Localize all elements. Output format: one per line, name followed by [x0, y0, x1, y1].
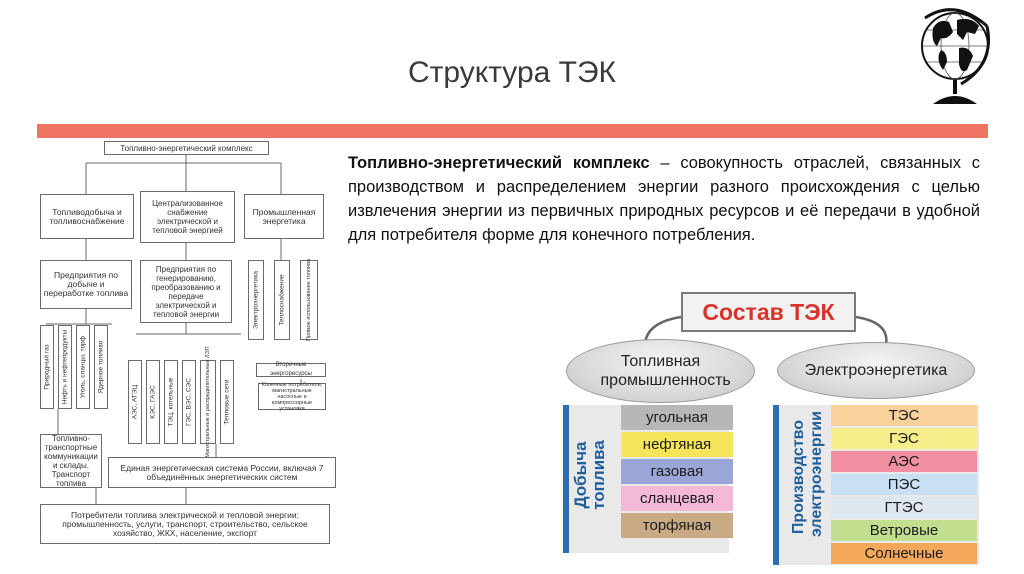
definition-text: совокупность отраслей, связанных с произ… — [348, 154, 980, 244]
fuel-item: торфяная — [621, 513, 733, 538]
fuel-industry-label: Топливная промышленность — [600, 353, 731, 389]
scheme-transport-box: Топливно-транспортные коммуникации и скл… — [40, 434, 102, 488]
slide-title: Структура ТЭК — [407, 56, 617, 89]
scheme-energy-enterprises-box: Предприятия по генерированию, преобразов… — [140, 260, 232, 323]
power-item: ПЭС — [831, 474, 977, 495]
accent-bar — [37, 124, 988, 138]
power-item: АЭС — [831, 451, 977, 472]
scheme-energy-item: Магистральные и распределительные ЛЭП — [200, 346, 216, 458]
power-item: ГТЭС — [831, 497, 977, 518]
definition-paragraph: Топливно-энергетический комплекс – совок… — [348, 151, 980, 247]
fuel-extraction-label: Добыча топлива — [571, 440, 608, 510]
power-item: ГЭС — [831, 428, 977, 449]
tek-structure-scheme: Топливно-энергетический комплекс Топливо… — [36, 139, 336, 549]
scheme-central-supply-box: Централизованное снабжение электрической… — [140, 191, 235, 243]
scheme-fuel-supply-box: Топливодобыча и топливоснабжение — [40, 194, 134, 239]
scheme-industry-item: Электроэнергетика — [248, 260, 264, 340]
scheme-industry-item: Теплоснабжение — [274, 260, 290, 340]
scheme-ees-box: Единая энергетическая система России, вк… — [108, 457, 336, 488]
scheme-energy-item: ГЭС, ВЭС, СЭС — [182, 360, 196, 444]
scheme-fuel-item: Уголь, сланцы, торф — [76, 325, 90, 409]
power-item: Солнечные — [831, 543, 977, 564]
power-industry-label: Электроэнергетика — [804, 361, 948, 379]
scheme-energy-item: КЭС, ГАЭС — [146, 360, 160, 444]
fuel-industry-oval: Топливная промышленность — [566, 339, 755, 403]
fuel-item: сланцевая — [621, 486, 733, 511]
tek-composition-diagram: Состав ТЭК Топливная промышленность Элек… — [563, 287, 983, 569]
scheme-industry-item: Прямое использование топлива — [300, 259, 318, 341]
definition-dash: – — [649, 154, 681, 172]
composition-title: Состав ТЭК — [681, 292, 856, 332]
power-production-label: Производство электроэнергии — [790, 411, 825, 537]
fuel-item: нефтяная — [621, 432, 733, 457]
scheme-fuel-item: Ядерное топливо — [94, 325, 108, 409]
scheme-secondary-box: Вторичные энергоресурсы — [256, 362, 326, 377]
scheme-fuel-enterprises-box: Предприятия по добыче и переработке топл… — [40, 260, 132, 309]
scheme-industrial-energy-box: Промышленная энергетика — [244, 194, 324, 239]
definition-term: Топливно-энергетический комплекс — [348, 154, 650, 172]
fuel-item: газовая — [621, 459, 733, 484]
scheme-fuel-item: Природный газ — [40, 325, 54, 409]
scheme-energy-item: ТЭЦ, котельные — [164, 360, 178, 444]
power-industry-oval: Электроэнергетика — [777, 342, 975, 399]
scheme-small-consumers-box: Конечные потребители, магистральные насо… — [258, 382, 326, 412]
scheme-energy-item: АЭС, АТЭЦ — [128, 360, 142, 444]
scheme-consumers-box: Потребители топлива электрической и тепл… — [40, 504, 330, 544]
power-item: ТЭС — [831, 405, 977, 426]
scheme-connectors — [46, 154, 302, 504]
power-item: Ветровые — [831, 520, 977, 541]
globe-icon — [921, 8, 990, 104]
scheme-fuel-item: Нефть и нефтепродукты — [58, 325, 72, 409]
scheme-top-box: Топливно-энергетический комплекс — [104, 141, 269, 155]
fuel-item: угольная — [621, 405, 733, 430]
scheme-energy-item: Тепловые сети — [220, 360, 234, 444]
